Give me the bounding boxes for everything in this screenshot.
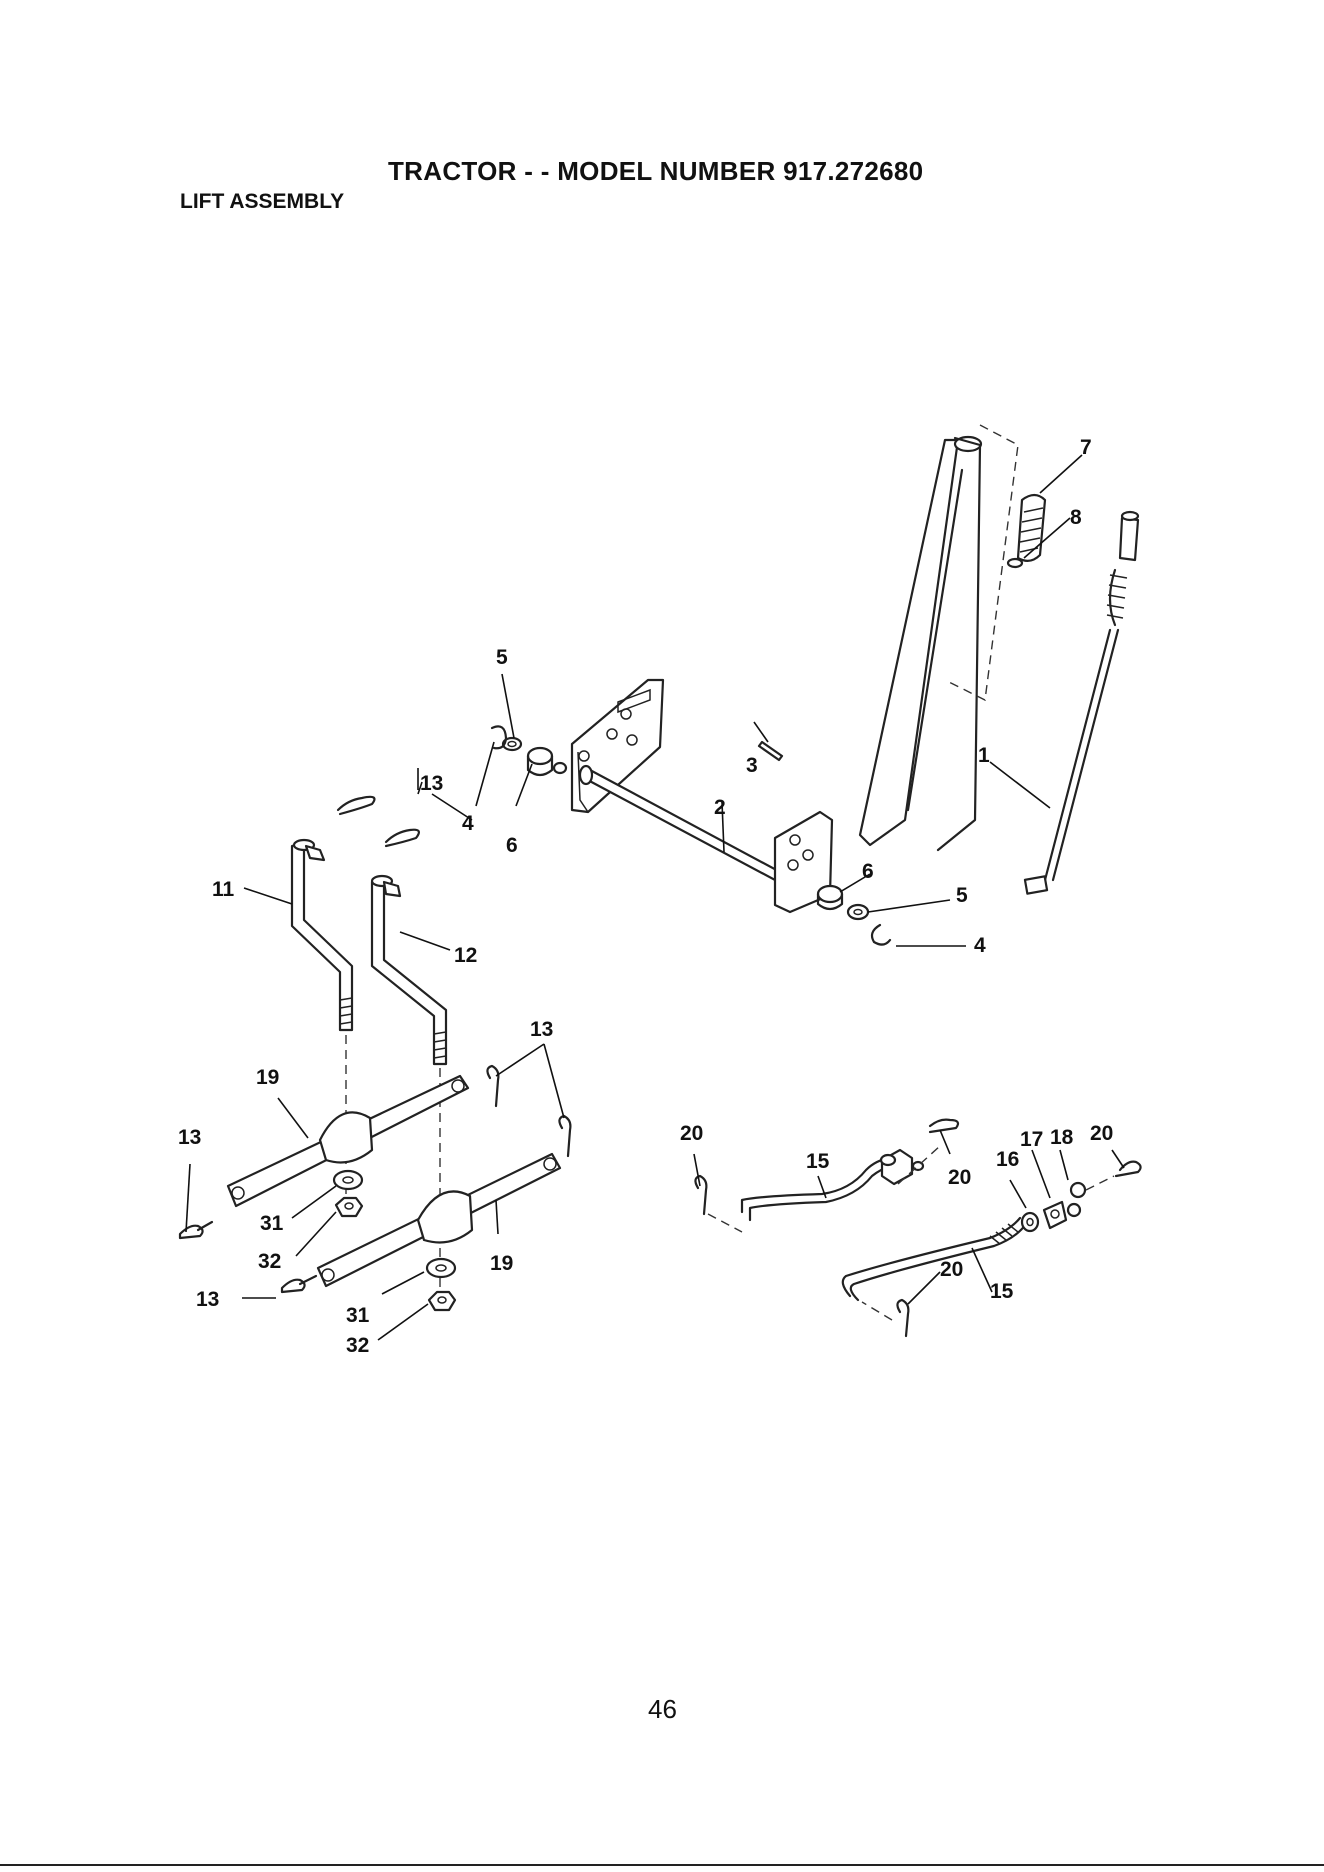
bushing-right [818, 886, 842, 909]
callout-20-left: 20 [680, 1122, 703, 1145]
callout-11: 11 [212, 878, 235, 901]
callout-8: 8 [1070, 506, 1082, 529]
hairpin-clip-20b [930, 1120, 958, 1132]
callout-32-upper: 32 [258, 1250, 281, 1273]
small-pin-left [554, 763, 566, 773]
hairpin-clip-20c [1116, 1162, 1141, 1176]
bottom-rule [0, 1864, 1324, 1866]
washer-right [848, 905, 868, 919]
callout-6-right: 6 [862, 860, 874, 883]
hairpin-clip-13a [338, 797, 374, 814]
leader-lines [186, 455, 1124, 1340]
nut-32-lower [429, 1292, 455, 1310]
lift-handle-lever [860, 437, 981, 850]
bushing-left [528, 748, 552, 775]
callout-13-mid: 13 [530, 1018, 553, 1041]
hairpin-clip-13b [386, 830, 419, 846]
roll-pin [759, 742, 782, 760]
callout-18: 18 [1050, 1126, 1074, 1149]
hairpin-clip-20a [695, 1176, 706, 1214]
callout-3: 3 [746, 754, 758, 777]
hairpin-clip-13e [180, 1222, 212, 1238]
callout-16: 16 [996, 1148, 1019, 1171]
callout-19-upper: 19 [256, 1066, 279, 1089]
callout-1: 1 [978, 744, 990, 767]
callout-17: 17 [1020, 1128, 1043, 1151]
hairpin-clip-13d [559, 1116, 570, 1156]
callout-19-lower: 19 [490, 1252, 513, 1275]
callout-7: 7 [1080, 436, 1092, 459]
callout-5: 5 [496, 646, 508, 669]
callout-2: 2 [714, 796, 726, 819]
callout-32-lower: 32 [346, 1334, 369, 1357]
callout-13-bottom: 13 [196, 1288, 219, 1311]
washer-31-lower [427, 1259, 455, 1277]
hairpin-clip-13c [487, 1066, 498, 1106]
nut-18 [1068, 1183, 1085, 1216]
washer-31-upper [334, 1171, 362, 1189]
nut-32-upper [336, 1198, 362, 1216]
lift-link-rod [1025, 512, 1138, 894]
callout-12: 12 [454, 944, 477, 967]
hairpin-clip-13f [282, 1276, 316, 1292]
hairpin-clip-20d [897, 1300, 908, 1336]
washer-16 [1022, 1213, 1038, 1231]
ferrule-17 [1044, 1202, 1066, 1228]
retainer-clip-left [492, 726, 506, 748]
callout-15-lower: 15 [990, 1280, 1014, 1303]
callout-20-mid: 20 [948, 1166, 971, 1189]
callout-5-right: 5 [956, 884, 968, 907]
retainer-clip-right [872, 925, 890, 945]
callout-15-upper: 15 [806, 1150, 830, 1173]
lift-shaft [580, 766, 795, 888]
callout-13-left: 13 [178, 1126, 201, 1149]
callout-13: 13 [420, 772, 443, 795]
callout-20-right: 20 [1090, 1122, 1113, 1145]
ferrule-block-upper [881, 1150, 923, 1184]
callout-4-right: 4 [974, 934, 986, 957]
callout-31-upper: 31 [260, 1212, 284, 1235]
lift-link-right [372, 876, 446, 1064]
rod-alignment-lines [708, 1146, 1114, 1320]
callout-31-lower: 31 [346, 1304, 370, 1327]
handle-ring [1008, 559, 1022, 567]
page-number: 46 [648, 1694, 677, 1725]
callout-6: 6 [506, 834, 518, 857]
callout-4: 4 [462, 812, 474, 835]
callout-20-bottom: 20 [940, 1258, 963, 1281]
lift-link-left [292, 840, 352, 1030]
